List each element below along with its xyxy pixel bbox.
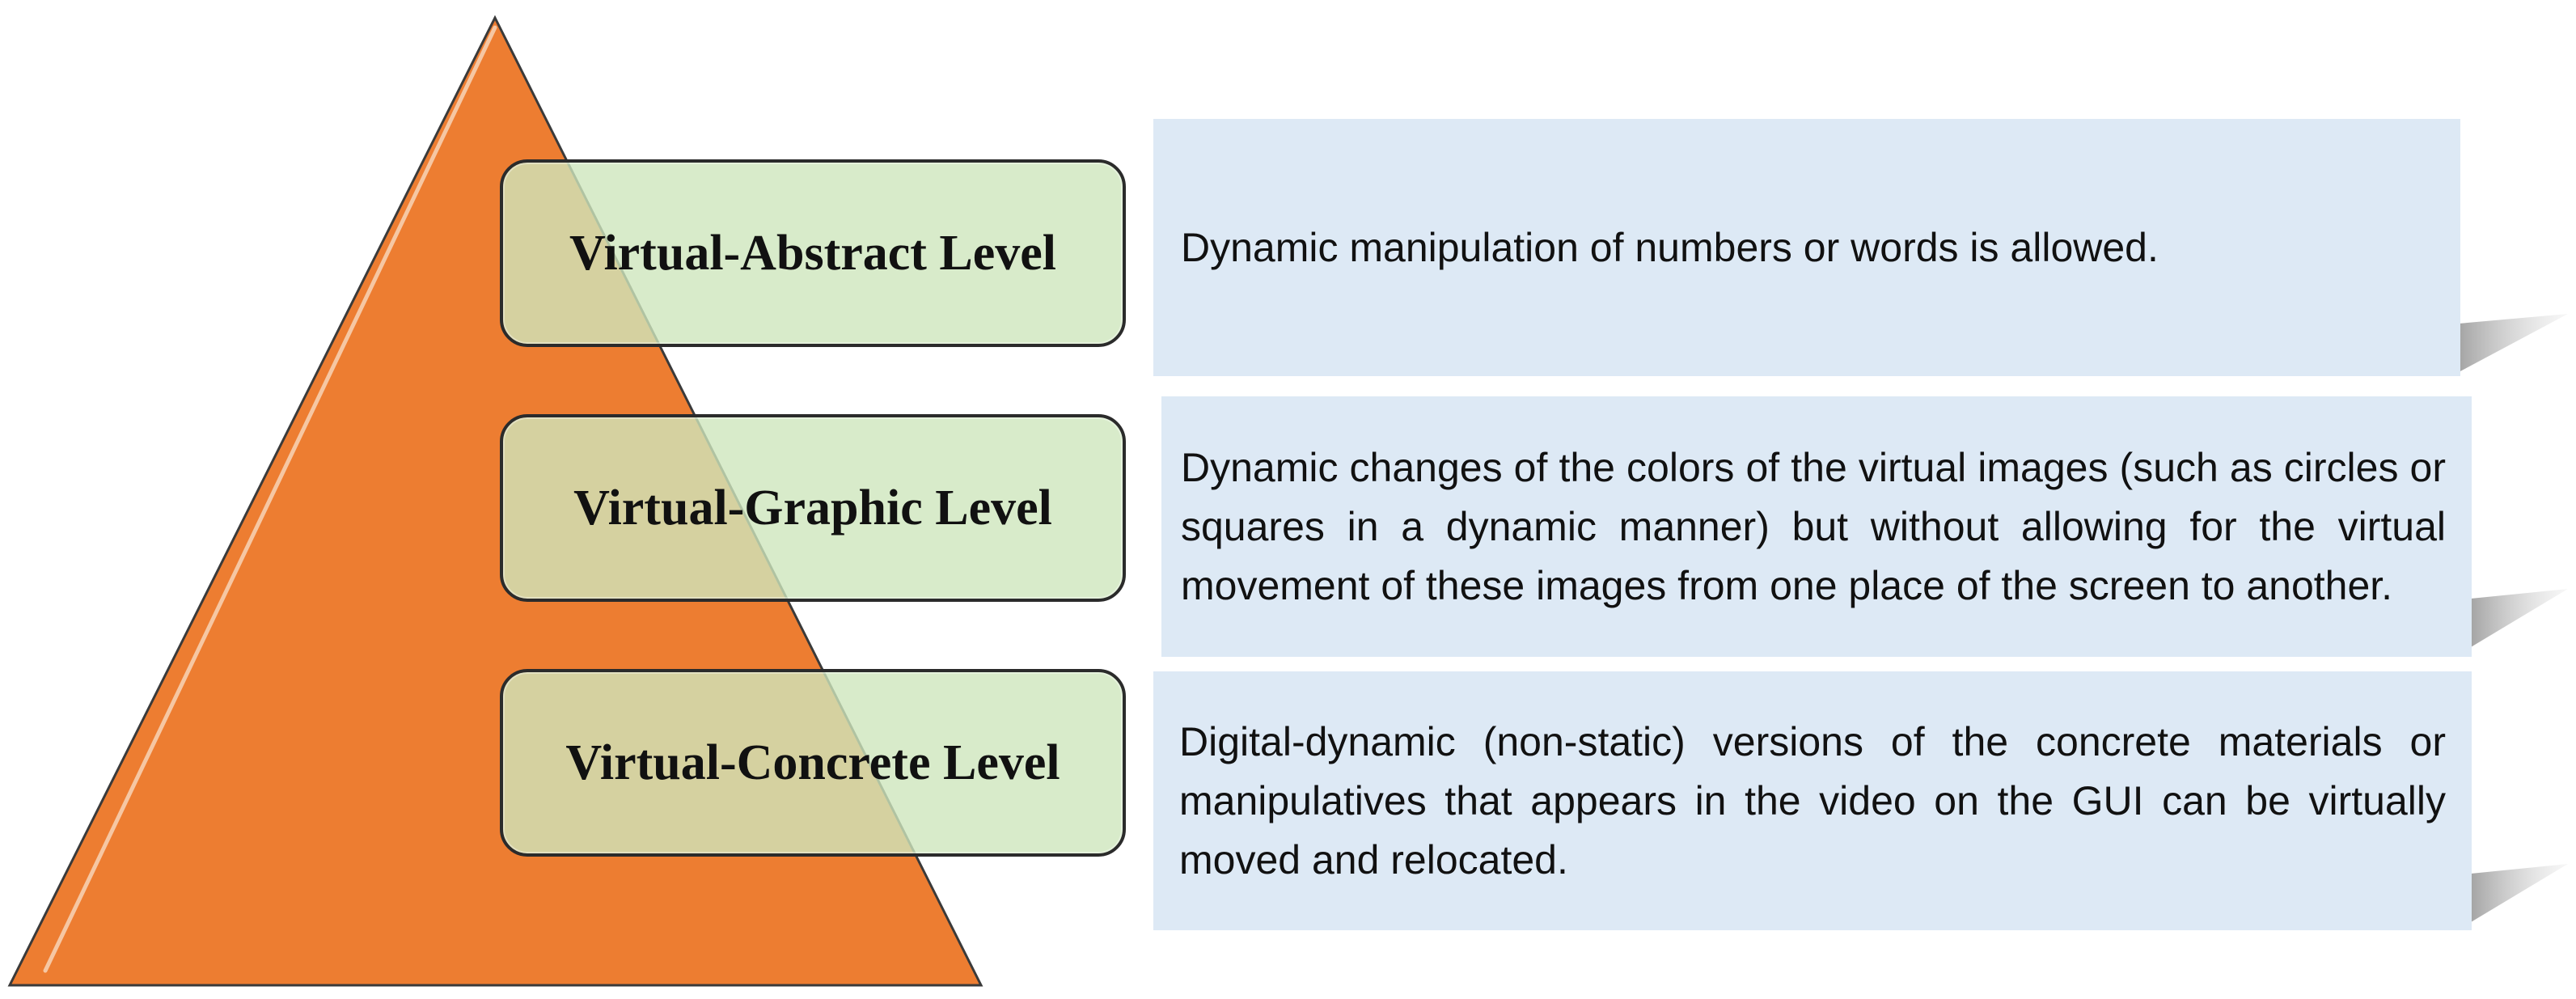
level-box-graphic: Virtual-Graphic Level xyxy=(500,414,1126,602)
description-box-concrete: Digital-dynamic (non-static) versions of… xyxy=(1153,671,2472,930)
level-box-concrete: Virtual-Concrete Level xyxy=(500,669,1126,857)
pyramid-highlight xyxy=(43,25,497,973)
description-box-abstract: Dynamic manipulation of numbers or words… xyxy=(1153,119,2460,376)
description-shadow-1 xyxy=(2459,314,2568,372)
level-box-abstract: Virtual-Abstract Level xyxy=(500,159,1126,347)
description-shadow-2 xyxy=(2471,589,2568,647)
description-box-graphic: Dynamic changes of the colors of the vir… xyxy=(1161,396,2472,657)
level-label-concrete: Virtual-Concrete Level xyxy=(565,734,1060,790)
description-shadow-3 xyxy=(2471,864,2568,922)
description-text-concrete: Digital-dynamic (non-static) versions of… xyxy=(1179,718,2446,883)
description-text-graphic: Dynamic changes of the colors of the vir… xyxy=(1181,444,2446,608)
level-label-graphic: Virtual-Graphic Level xyxy=(573,480,1052,535)
description-text-abstract: Dynamic manipulation of numbers or words… xyxy=(1181,224,2159,270)
level-label-abstract: Virtual-Abstract Level xyxy=(569,225,1057,281)
